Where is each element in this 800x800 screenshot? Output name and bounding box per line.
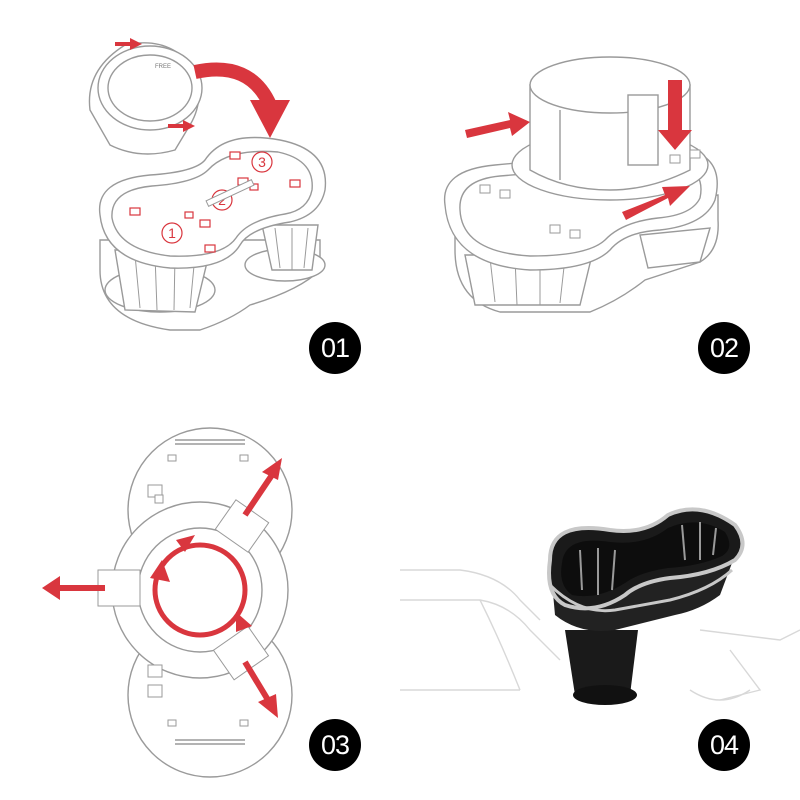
arrow-icon bbox=[236, 612, 252, 632]
arrow-icon bbox=[176, 535, 195, 552]
arrow-icon bbox=[658, 80, 692, 150]
step-02-illustration bbox=[443, 56, 719, 313]
arrow-icon bbox=[150, 560, 170, 582]
step-03-illustration bbox=[42, 427, 293, 778]
step-badge-01: 01 bbox=[309, 322, 361, 374]
step-04-panel: 04 bbox=[400, 400, 800, 800]
step-01-illustration: 1 2 3 FREE bbox=[88, 38, 327, 331]
step-03-panel: 03 bbox=[0, 400, 400, 800]
arrow-icon bbox=[42, 576, 60, 600]
car-console-outline bbox=[400, 569, 800, 701]
step-02-panel: 02 bbox=[400, 0, 800, 400]
cap-text: FREE bbox=[155, 64, 171, 70]
arrow-icon bbox=[258, 694, 278, 718]
step-badge-02: 02 bbox=[698, 322, 750, 374]
marker-label-1: 1 bbox=[168, 225, 176, 241]
step-04-illustration bbox=[400, 507, 800, 705]
removed-cap bbox=[88, 42, 203, 155]
dual-cup-holder-product bbox=[547, 507, 745, 705]
curved-arrow-icon bbox=[193, 62, 277, 109]
step-badge-03: 03 bbox=[309, 719, 361, 771]
arrow-icon bbox=[262, 458, 282, 480]
arrow-icon bbox=[465, 112, 530, 138]
marker-label-3: 3 bbox=[258, 154, 266, 170]
step-badge-04: 04 bbox=[698, 719, 750, 771]
arrow-icon bbox=[622, 186, 690, 220]
step-01-panel: 1 2 3 FREE 01 bbox=[0, 0, 400, 400]
